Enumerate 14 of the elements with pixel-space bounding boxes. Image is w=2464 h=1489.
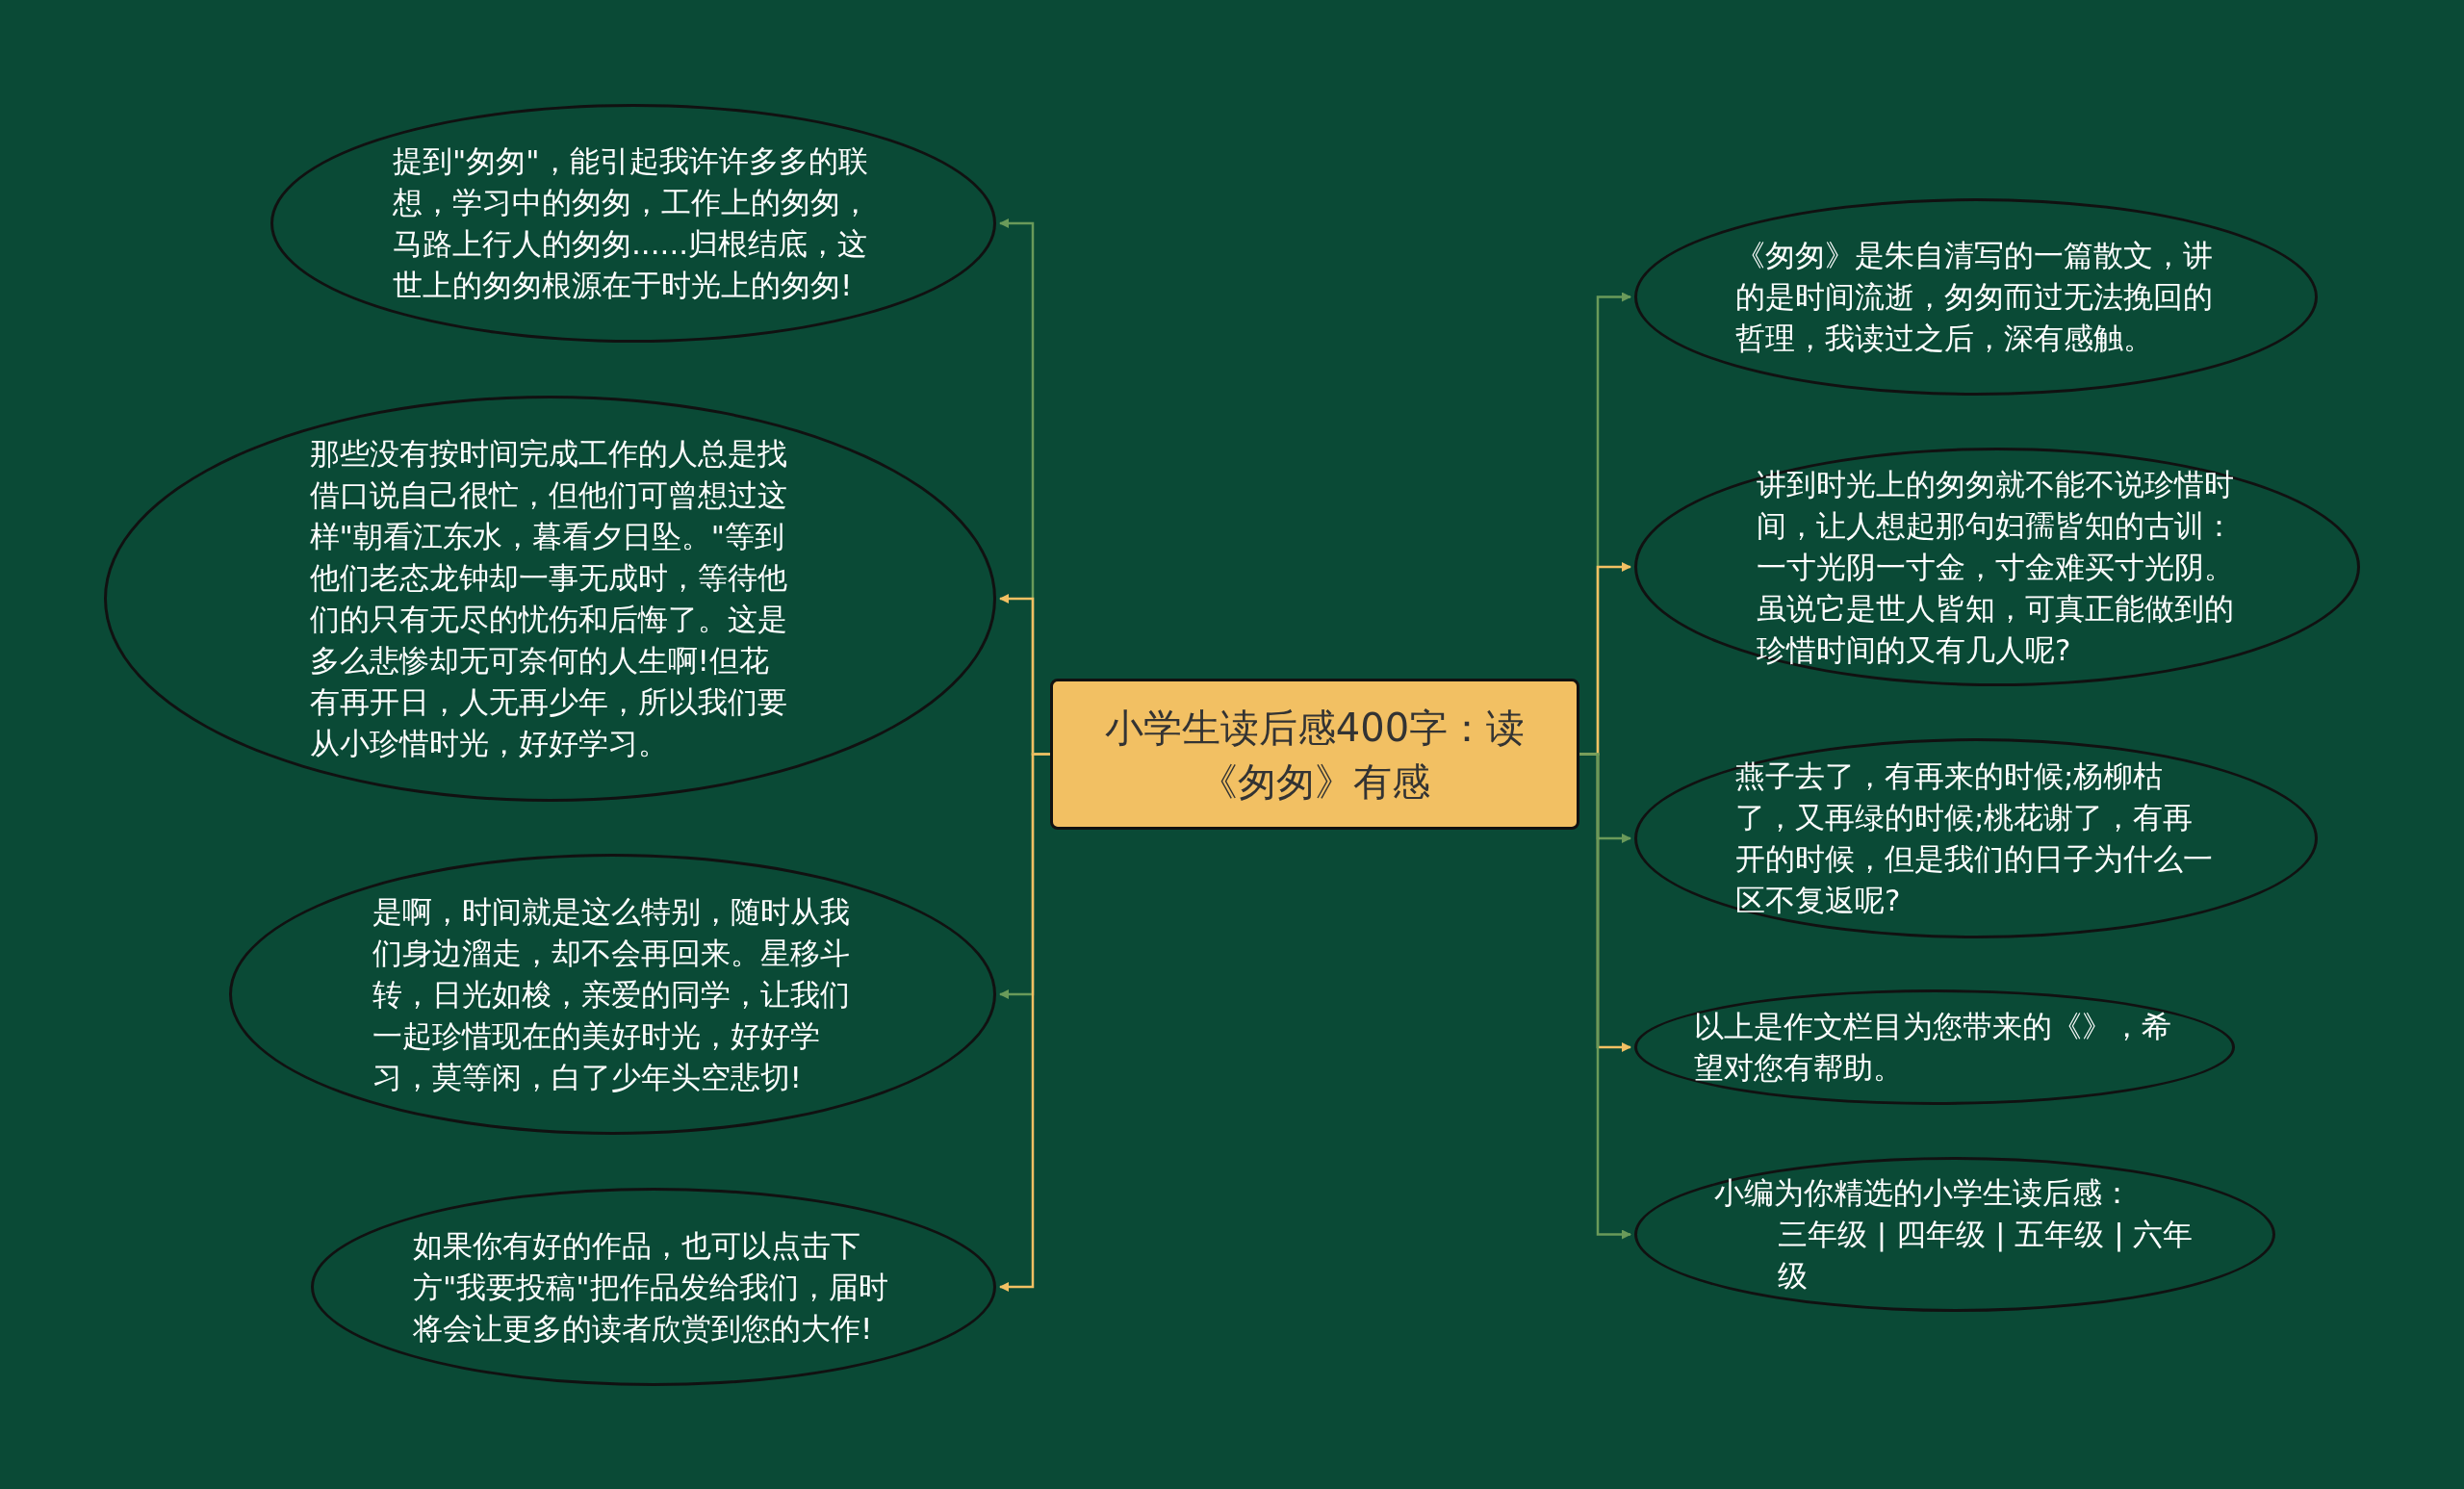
bubble-text: 《匆匆》是朱自清写的一篇散文，讲的是时间流逝，匆匆而过无法挽回的哲理，我读过之后，深有感触。 — [1735, 237, 2214, 357]
bubble-text: 那些没有按时间完成工作的人总是找借口说自己很忙，但他们可曾想过这样"朝看江东水，暮看夕日坠。"等到他们老态龙钟却一事无成时，等待他们的只有无尽的忧伤和后悔了。这是多么悲惨却无可奈何的人生啊!但花有再开日，人无再少年，所以我们要从小珍惜时光，好好学习。 — [309, 435, 788, 762]
connector-arrow — [1579, 753, 1631, 1240]
bubble-text: 以上是作文栏目为您带来的《》，希望对您有帮助。 — [1694, 1008, 2172, 1087]
topic-box — [1050, 679, 1579, 830]
bubble-text: 如果你有好的作品，也可以点击下方"我要投稿"把作品发给我们，届时将会让更多的读者欣赏到您的大作! — [413, 1226, 889, 1348]
connector-arrow — [999, 753, 1050, 1292]
bubble-text: 小编为你精选的小学生读后感： — [1714, 1174, 2133, 1212]
bubble-text: 是啊，时间就是这么特别，随时从我们身边溜走，却不会再回来。星移斗转，日光如梭，亲爱的同学，让我们一起珍惜现在的美好时光，好好学习，莫等闲，白了少年头空悲切! — [372, 892, 851, 1096]
topic-text: 小学生读后感400字：读《匆匆》有感 — [1103, 704, 1527, 806]
bubble-text: 讲到时光上的匆匆就不能不说珍惜时间，让人想起那句妇孺皆知的古训：一寸光阴一寸金，寸金难买寸光阴。虽说它是世人皆知，可真正能做到的珍惜时间的又有几人呢? — [1757, 465, 2235, 669]
bubble-text: 三年级 | 四年级 | 五年级 | 六年级 — [1777, 1216, 2194, 1295]
bubble-text: 提到"匆匆"，能引起我许许多多的联想，学习中的匆匆，工作上的匆匆，马路上行人的匆匆......归根结底，这世上的匆匆根源在于时光上的匆匆! — [393, 142, 871, 304]
bubble-text: 燕子去了，有再来的时候;杨柳枯了，又再绿的时候;桃花谢了，有再开的时候，但是我们的日子为什么一区不复返呢? — [1735, 757, 2214, 919]
